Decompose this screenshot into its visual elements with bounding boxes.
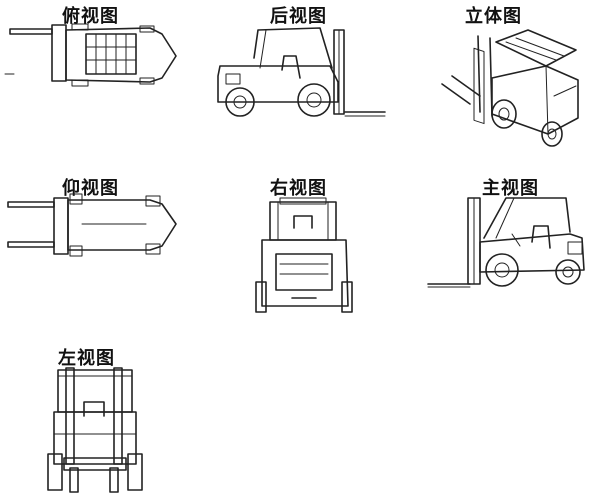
view-left-label: 左视图 <box>58 348 115 369</box>
forklift-front-drawing <box>427 197 585 288</box>
view-top-label: 俯视图 <box>62 6 119 27</box>
view-top: 俯视图 <box>0 0 190 100</box>
view-front: 主视图 <box>420 172 600 292</box>
view-left: 左视图 <box>40 342 150 496</box>
view-rear-label: 后视图 <box>270 6 327 27</box>
forklift-bottom-drawing <box>7 193 177 257</box>
forklift-rear-drawing <box>217 27 386 117</box>
view-right-label: 右视图 <box>270 178 327 199</box>
view-front-label: 主视图 <box>482 178 539 199</box>
forklift-top-drawing <box>4 23 177 87</box>
forklift-left-drawing <box>47 367 143 493</box>
view-right: 右视图 <box>250 172 360 332</box>
view-bottom: 仰视图 <box>0 172 200 272</box>
view-rear: 后视图 <box>200 0 400 130</box>
forklift-right-drawing <box>255 197 353 313</box>
view-iso: 立体图 <box>430 0 600 160</box>
forklift-iso-drawing <box>441 29 579 147</box>
view-iso-label: 立体图 <box>465 6 522 27</box>
